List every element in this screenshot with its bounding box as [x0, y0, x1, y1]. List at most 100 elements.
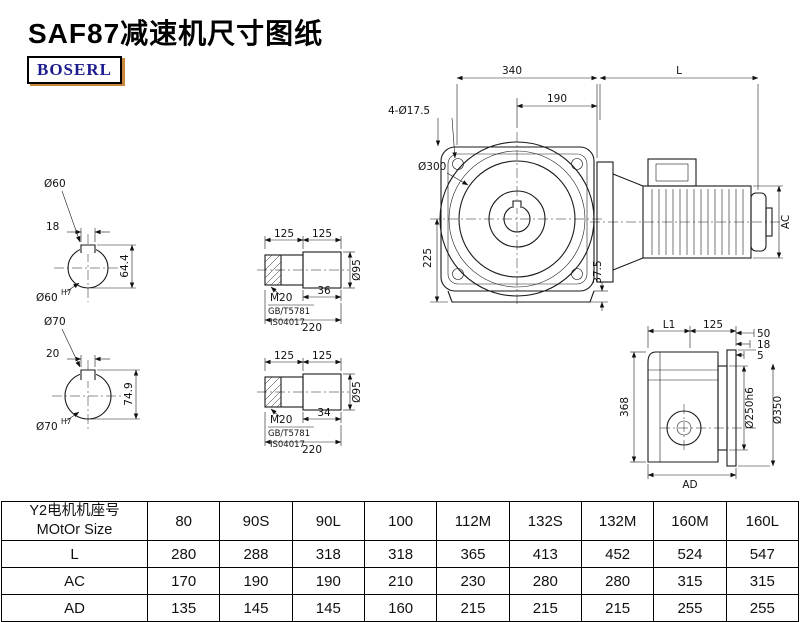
dim-shaft2-keyway: 20	[46, 348, 59, 360]
label-sh1-std1: GB/T5781	[268, 307, 310, 317]
table-row-AC: AC 170 190 190 210 230 280 280 315 315	[1, 567, 800, 595]
dim-37-5: 37.5	[592, 260, 604, 283]
view-side: L1 125 50 18 5 368 Ø250h6	[619, 319, 784, 491]
motor-size-label-cn: Y2电机机座号	[29, 503, 120, 519]
dim-sh2-125b: 125	[312, 350, 332, 362]
table-cell: 170	[146, 567, 221, 595]
label-shaft2-fit: Ø70	[36, 421, 58, 433]
table-cell: 215	[580, 594, 655, 622]
table-cell: 280	[508, 567, 582, 595]
label-sh2-thread: M20	[270, 414, 292, 426]
table-header-cell: 112M	[436, 501, 510, 541]
table-row-L: L 280 288 318 318 365 413 452 524 547	[1, 540, 800, 568]
dimension-table: Y2电机机座号 MOtOr Size 80 90S 90L 100 112M 1…	[1, 501, 800, 622]
row-label: L	[1, 540, 148, 568]
table-header-motor-size: Y2电机机座号 MOtOr Size	[1, 501, 148, 541]
page-title: SAF87减速机尺寸图纸	[28, 18, 324, 49]
table-header-cell: 90S	[219, 501, 293, 541]
label-sh2-std1: GB/T5781	[268, 429, 310, 439]
table-row-AD: AD 135 145 145 160 215 215 215 255 255	[1, 594, 800, 622]
label-spigot-dia: Ø250h6	[744, 387, 756, 429]
table-cell: 215	[508, 594, 582, 622]
table-header-cell: 132M	[580, 501, 655, 541]
table-cell: 210	[363, 567, 438, 595]
dim-sh2-220: 220	[302, 444, 322, 456]
table-cell: 215	[436, 594, 510, 622]
table-header-row: Y2电机机座号 MOtOr Size 80 90S 90L 100 112M 1…	[1, 501, 800, 541]
table-cell: 288	[219, 540, 293, 568]
table-header-cell: 80	[146, 501, 221, 541]
table-cell: 280	[580, 567, 655, 595]
view-shaft-end-70: Ø70 20 74.9 Ø70 H7	[36, 316, 140, 433]
label-shaft2-dia: Ø70	[44, 316, 66, 328]
table-cell: 135	[146, 594, 221, 622]
table-cell: 145	[291, 594, 365, 622]
dim-sh2-dia: Ø95	[351, 381, 363, 403]
label-sh2-std2: IS04017	[270, 440, 305, 450]
dim-L1: L1	[663, 319, 676, 331]
view-shaft-end-60: Ø60 18 64.4 Ø60 H7	[36, 178, 136, 304]
label-flange-circle-dia: Ø300	[418, 161, 446, 173]
view-shaft-side-2: 125 125 M20 GB/T5781 IS04017 34 220 Ø95	[257, 350, 363, 456]
table-cell: 255	[725, 594, 800, 622]
label-bolt-holes: 4-Ø17.5	[388, 105, 430, 117]
table-cell: 230	[436, 567, 510, 595]
table-cell: 160	[363, 594, 438, 622]
table-cell: 315	[653, 567, 727, 595]
table-cell: 318	[363, 540, 438, 568]
dim-368: 368	[619, 397, 631, 417]
label-flange-dia-side: Ø350	[772, 396, 784, 424]
brand-text: BOSERL	[37, 60, 112, 79]
view-shaft-side-1: 125 125 M20 GB/T5781 IS04017 36 220 Ø95	[257, 228, 363, 334]
label-shaft2-fit-sup: H7	[61, 417, 72, 426]
table-cell: 315	[725, 567, 800, 595]
dim-340: 340	[502, 65, 522, 77]
table-cell: 190	[219, 567, 293, 595]
table-cell: 524	[653, 540, 727, 568]
view-front: 340 L 190 4-Ø17.5 Ø300 225	[388, 65, 792, 311]
table-cell: 318	[291, 540, 365, 568]
label-sh1-std2: IS04017	[270, 318, 305, 328]
table-header-cell: 160M	[653, 501, 727, 541]
dim-motor-L: L	[676, 65, 682, 77]
dim-shaft1-height: 64.4	[119, 254, 131, 278]
dim-190: 190	[547, 93, 567, 105]
dim-AD: AD	[682, 479, 697, 491]
table-header-cell: 100	[363, 501, 438, 541]
dim-shaft1-keyway: 18	[46, 221, 59, 233]
dim-shaft2-height: 74.9	[123, 382, 135, 405]
table-cell: 452	[580, 540, 655, 568]
label-shaft1-dia: Ø60	[44, 178, 66, 190]
table-header-cell: 132S	[508, 501, 582, 541]
technical-drawing: Ø60 18 64.4 Ø60 H7 Ø70 20	[36, 65, 792, 491]
table-cell: 547	[725, 540, 800, 568]
dim-AC: AC	[780, 215, 792, 229]
table-cell: 145	[219, 594, 293, 622]
dim-sh2-34: 34	[317, 407, 331, 419]
dim-sh2-125a: 125	[274, 350, 294, 362]
dim-sh1-220: 220	[302, 322, 322, 334]
row-label: AD	[1, 594, 148, 622]
table-cell: 365	[436, 540, 510, 568]
table-cell: 280	[146, 540, 221, 568]
table-cell: 413	[508, 540, 582, 568]
label-shaft1-fit-sup: H7	[61, 288, 72, 297]
brand-logo: BOSERL	[27, 56, 122, 84]
label-shaft1-fit: Ø60	[36, 292, 58, 304]
row-label: AC	[1, 567, 148, 595]
dim-sh1-dia: Ø95	[351, 259, 363, 281]
motor-size-label-en: MOtOr Size	[36, 522, 113, 538]
dim-50: 50	[757, 328, 770, 340]
dim-sh1-125b: 125	[312, 228, 332, 240]
dim-225: 225	[422, 248, 434, 268]
table-cell: 190	[291, 567, 365, 595]
label-sh1-thread: M20	[270, 292, 292, 304]
table-cell: 255	[653, 594, 727, 622]
table-header-cell: 160L	[725, 501, 800, 541]
dim-sh1-125a: 125	[274, 228, 294, 240]
dim-sh1-36: 36	[317, 285, 331, 297]
dim-18-side: 18	[757, 339, 770, 351]
dim-125-side: 125	[703, 319, 723, 331]
dim-5: 5	[757, 350, 764, 362]
